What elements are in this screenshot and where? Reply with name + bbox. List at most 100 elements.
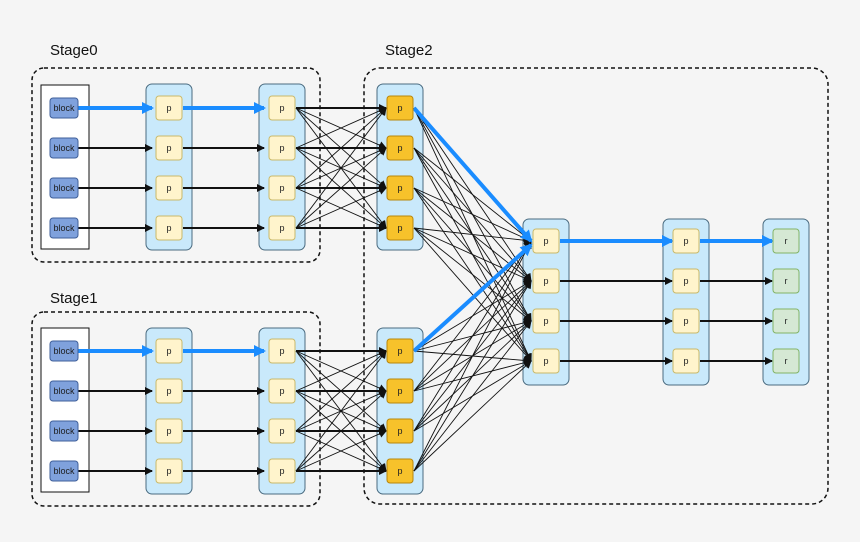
stage0-p2-1: p bbox=[268, 135, 296, 161]
stage2-po-top-0: p bbox=[386, 95, 414, 121]
stage0-shuffle-edge-3-2 bbox=[295, 187, 387, 229]
stage2-p-right-2-label: p bbox=[683, 316, 688, 326]
stage2-bottom-shuffle-edge-2-0 bbox=[413, 240, 532, 432]
stage1-shuffle-edge-1-0 bbox=[295, 350, 387, 392]
stage2-p-mid-3-box bbox=[532, 348, 560, 374]
stage1-p2-0-label: p bbox=[279, 346, 284, 356]
stage0-p1-0: p bbox=[155, 95, 183, 121]
stage1-p1-3-label: p bbox=[166, 466, 171, 476]
stage2-p-mid-1-label: p bbox=[543, 276, 548, 286]
stage2-top-shuffle-edge-3-2 bbox=[413, 227, 532, 322]
stage2-r-0-label: r bbox=[785, 236, 788, 246]
stage2-col1 bbox=[522, 218, 570, 386]
stage2-bottom-shuffle-edge-3-0 bbox=[413, 240, 532, 472]
stage0-p1-1-label: p bbox=[166, 143, 171, 153]
stage2-po-top-0-label: p bbox=[397, 103, 402, 113]
stage2-p-mid-2-label: p bbox=[543, 316, 548, 326]
stage0-p1-2-label: p bbox=[166, 183, 171, 193]
stage0-p1-0-label: p bbox=[166, 103, 171, 113]
stage0-block-3-box bbox=[49, 217, 79, 239]
stage1-p2-2-box bbox=[268, 418, 296, 444]
stage2-po-top-0-box bbox=[386, 95, 414, 121]
stage2-p-mid-0-label: p bbox=[543, 236, 548, 246]
stage2-label: Stage2 bbox=[385, 42, 433, 59]
stage2-r-2-box bbox=[772, 308, 800, 334]
stage1-shuffle-edge-3-0 bbox=[295, 350, 387, 472]
stage2-po-bottom-0-box bbox=[386, 338, 414, 364]
stage1-p1-3: p bbox=[155, 458, 183, 484]
stage2-po-top-3: p bbox=[386, 215, 414, 241]
stage0-block-1: block bbox=[49, 137, 79, 159]
stage1-block-1-label: block bbox=[53, 386, 75, 396]
stage0-p2-3-box bbox=[268, 215, 296, 241]
stage2-p-right-3-label: p bbox=[683, 356, 688, 366]
stage0-p2-2-label: p bbox=[279, 183, 284, 193]
stage0-block-1-label: block bbox=[53, 143, 75, 153]
stage0-block-0: block bbox=[49, 97, 79, 119]
stage1-p2-2: p bbox=[268, 418, 296, 444]
stage2-bottom-shuffle-edge-3-1 bbox=[413, 280, 532, 472]
stage2-p-mid-2-box bbox=[532, 308, 560, 334]
stage2-top-shuffle-edge-1-0 bbox=[413, 147, 532, 242]
stage2-p-mid-2: p bbox=[532, 308, 560, 334]
stage2-po-bottom-3-box bbox=[386, 458, 414, 484]
stage2-r-3: r bbox=[772, 348, 800, 374]
stage2-p-right-1: p bbox=[672, 268, 700, 294]
stage1-p2-3: p bbox=[268, 458, 296, 484]
stage1-frame bbox=[31, 311, 321, 507]
stage0-p2-1-box bbox=[268, 135, 296, 161]
stage2-p-right-0-box bbox=[672, 228, 700, 254]
stage2-p-right-2: p bbox=[672, 308, 700, 334]
stage0-p2-2-box bbox=[268, 175, 296, 201]
stage1-block-3-label: block bbox=[53, 466, 75, 476]
stage1-block-2-box bbox=[49, 420, 79, 442]
stage0-p1-2-box bbox=[155, 175, 183, 201]
stage2-po-bottom-3-label: p bbox=[397, 466, 402, 476]
stage0-p2-3-label: p bbox=[279, 223, 284, 233]
stage2-p-mid-3-label: p bbox=[543, 356, 548, 366]
stage0-p1-1-box bbox=[155, 135, 183, 161]
stage2-col2 bbox=[662, 218, 710, 386]
stage2-bottom-highlight-edge bbox=[412, 243, 533, 353]
stage0-col1 bbox=[145, 83, 193, 251]
stage0-p1-3-label: p bbox=[166, 223, 171, 233]
stage2-po-top-2-label: p bbox=[397, 183, 402, 193]
stage0-p1-3-box bbox=[155, 215, 183, 241]
stage2-p-right-1-box bbox=[672, 268, 700, 294]
stage2-r-0: r bbox=[772, 228, 800, 254]
stage2-r-1-box bbox=[772, 268, 800, 294]
stage2-po-top-2-box bbox=[386, 175, 414, 201]
stage1-p2-3-box bbox=[268, 458, 296, 484]
stage2-p-mid-1: p bbox=[532, 268, 560, 294]
stage2-r-2-label: r bbox=[785, 316, 788, 326]
stage1-block-0-label: block bbox=[53, 346, 75, 356]
stage1-p1-2-box bbox=[155, 418, 183, 444]
stage0-block-0-box bbox=[49, 97, 79, 119]
stage0-shuffle-edge-3-1 bbox=[295, 147, 387, 229]
stage2-r-3-box bbox=[772, 348, 800, 374]
stage1-col2 bbox=[258, 327, 306, 495]
stage0-block-2: block bbox=[49, 177, 79, 199]
stage1-p2-3-label: p bbox=[279, 466, 284, 476]
stage1-p1-1: p bbox=[155, 378, 183, 404]
stage2-top-shuffle-edge-3-0 bbox=[413, 227, 532, 245]
stage2-col0-top bbox=[376, 83, 424, 251]
stage2-po-top-3-box bbox=[386, 215, 414, 241]
stage0-p2-0-box bbox=[268, 95, 296, 121]
stage0-p2-0: p bbox=[268, 95, 296, 121]
stage2-po-bottom-1-label: p bbox=[397, 386, 402, 396]
stage2-p-mid-3: p bbox=[532, 348, 560, 374]
stage2-r-1: r bbox=[772, 268, 800, 294]
stage0-p2-2: p bbox=[268, 175, 296, 201]
stage2-bottom-shuffle-edge-3-2 bbox=[413, 320, 532, 472]
stage2-p-right-0-label: p bbox=[683, 236, 688, 246]
stage2-frame bbox=[363, 67, 829, 505]
stage1-col1 bbox=[145, 327, 193, 495]
stage0-p2-1-label: p bbox=[279, 143, 284, 153]
stage0-p1-2: p bbox=[155, 175, 183, 201]
stage0-shuffle-edge-2-0 bbox=[295, 107, 387, 189]
stage0-p1-0-box bbox=[155, 95, 183, 121]
stage2-bottom-shuffle-edge-1-0 bbox=[413, 240, 532, 392]
stage1-p1-1-label: p bbox=[166, 386, 171, 396]
stage2-p-right-3-box bbox=[672, 348, 700, 374]
